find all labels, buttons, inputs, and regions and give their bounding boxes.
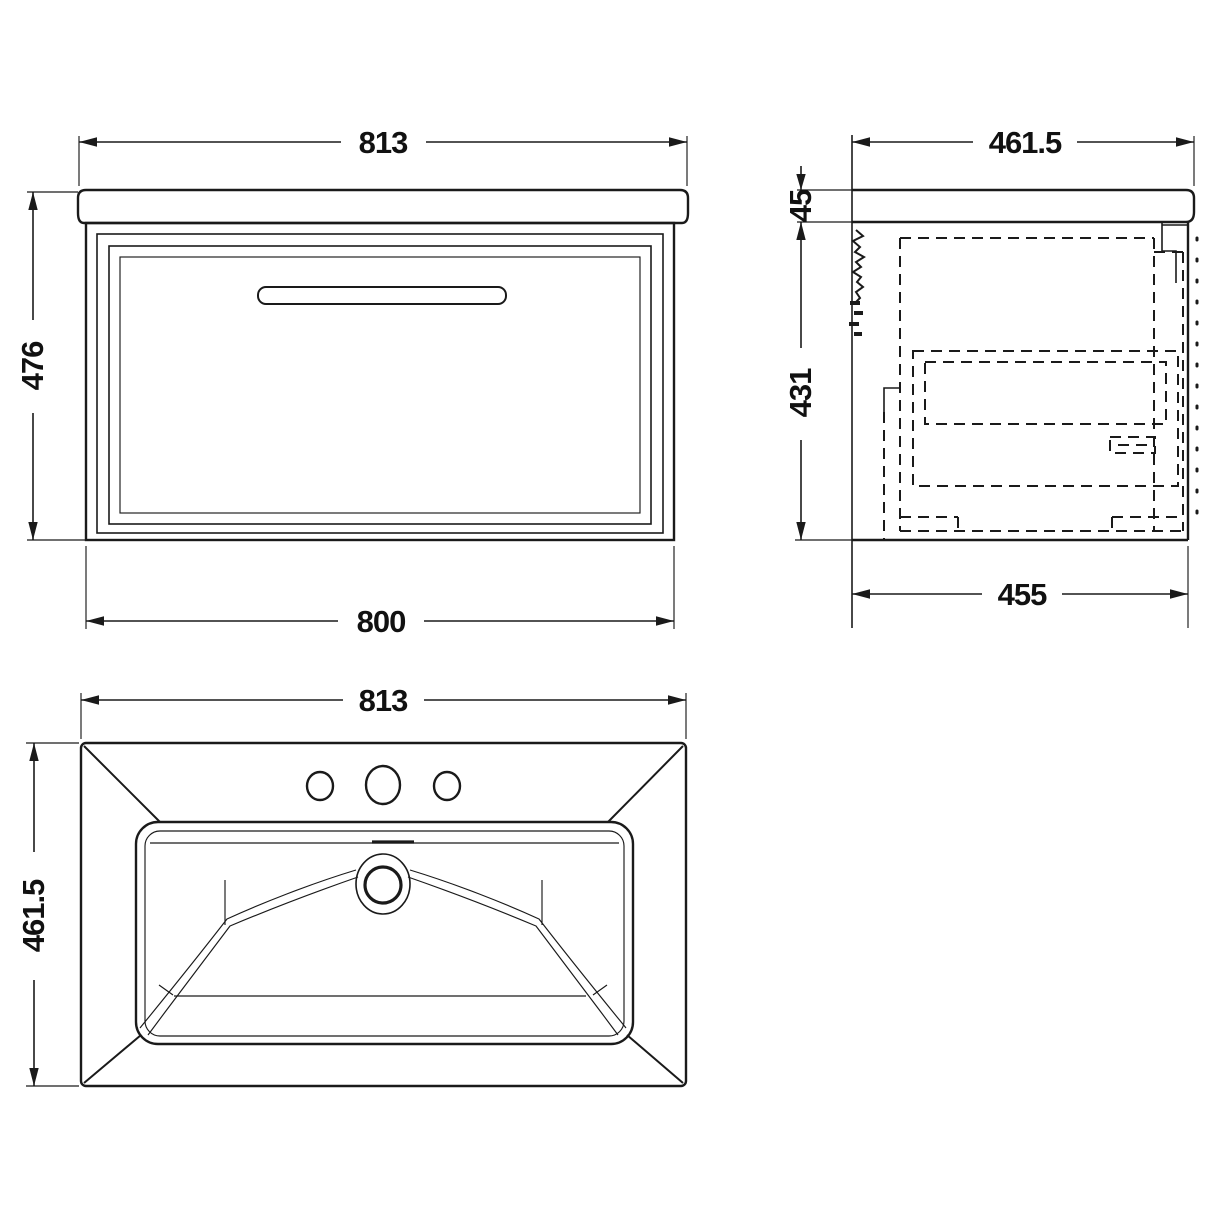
front-drawer-panel-inner xyxy=(119,256,641,514)
dim-side-depth-top: 461.5 xyxy=(852,125,1195,186)
plan-tap-holes xyxy=(305,764,462,806)
side-handle-hidden xyxy=(1109,436,1156,454)
side-depth-bottom-label: 455 xyxy=(998,577,1047,612)
front-height-label: 476 xyxy=(15,341,50,390)
side-hidden-construction xyxy=(883,236,1199,540)
side-view: 461.5 45 431 455 xyxy=(783,125,1199,628)
plan-depth-label: 461.5 xyxy=(16,879,51,952)
tap-hole-left xyxy=(305,770,335,802)
dim-front-width-top: 813 xyxy=(78,125,688,186)
plan-drain-inner xyxy=(363,865,403,905)
front-cabinet-inner-frame xyxy=(96,233,664,534)
plan-corner-diagonals xyxy=(83,745,684,1084)
side-basin-height-label: 45 xyxy=(783,189,818,222)
front-view: 813 476 800 xyxy=(15,125,690,639)
side-top-right-step xyxy=(1161,222,1188,283)
front-drawer-handle-recess xyxy=(257,286,507,305)
dim-side-depth-bottom: 455 xyxy=(852,546,1189,628)
tap-hole-center xyxy=(364,764,402,806)
front-width-top-label: 813 xyxy=(359,125,408,160)
dim-front-height: 476 xyxy=(15,191,86,541)
plan-basin-outline xyxy=(79,741,688,1088)
plan-width-label: 813 xyxy=(359,683,408,718)
dim-plan-depth: 461.5 xyxy=(16,742,79,1087)
side-basin-top xyxy=(852,188,1196,224)
front-cabinet-outer xyxy=(84,221,676,542)
dim-side-cabinet-height: 431 xyxy=(783,222,856,541)
dim-plan-width: 813 xyxy=(80,683,687,739)
side-wall-bracket-detail xyxy=(851,229,866,304)
plan-basin-rim-inner xyxy=(144,830,625,1037)
side-drawer-box-hidden xyxy=(912,350,1179,487)
side-bracket-dashes xyxy=(849,301,863,336)
dim-front-width-bottom: 800 xyxy=(85,546,675,639)
tap-hole-right xyxy=(432,770,462,802)
side-cabinet-height-label: 431 xyxy=(783,368,818,417)
plan-bowl-contours xyxy=(139,869,627,1036)
plan-view: 813 461.5 xyxy=(16,683,688,1088)
dim-side-basin-height: 45 xyxy=(783,166,856,223)
side-depth-top-label: 461.5 xyxy=(989,125,1062,160)
front-width-bottom-label: 800 xyxy=(357,604,406,639)
plan-drain-outer xyxy=(355,853,411,915)
side-drawer-cavity-hidden xyxy=(924,361,1167,425)
front-drawer-panel xyxy=(108,245,652,525)
plan-basin-rim xyxy=(134,820,635,1046)
side-back-foot-step xyxy=(883,387,899,412)
front-basin-top xyxy=(76,188,690,225)
